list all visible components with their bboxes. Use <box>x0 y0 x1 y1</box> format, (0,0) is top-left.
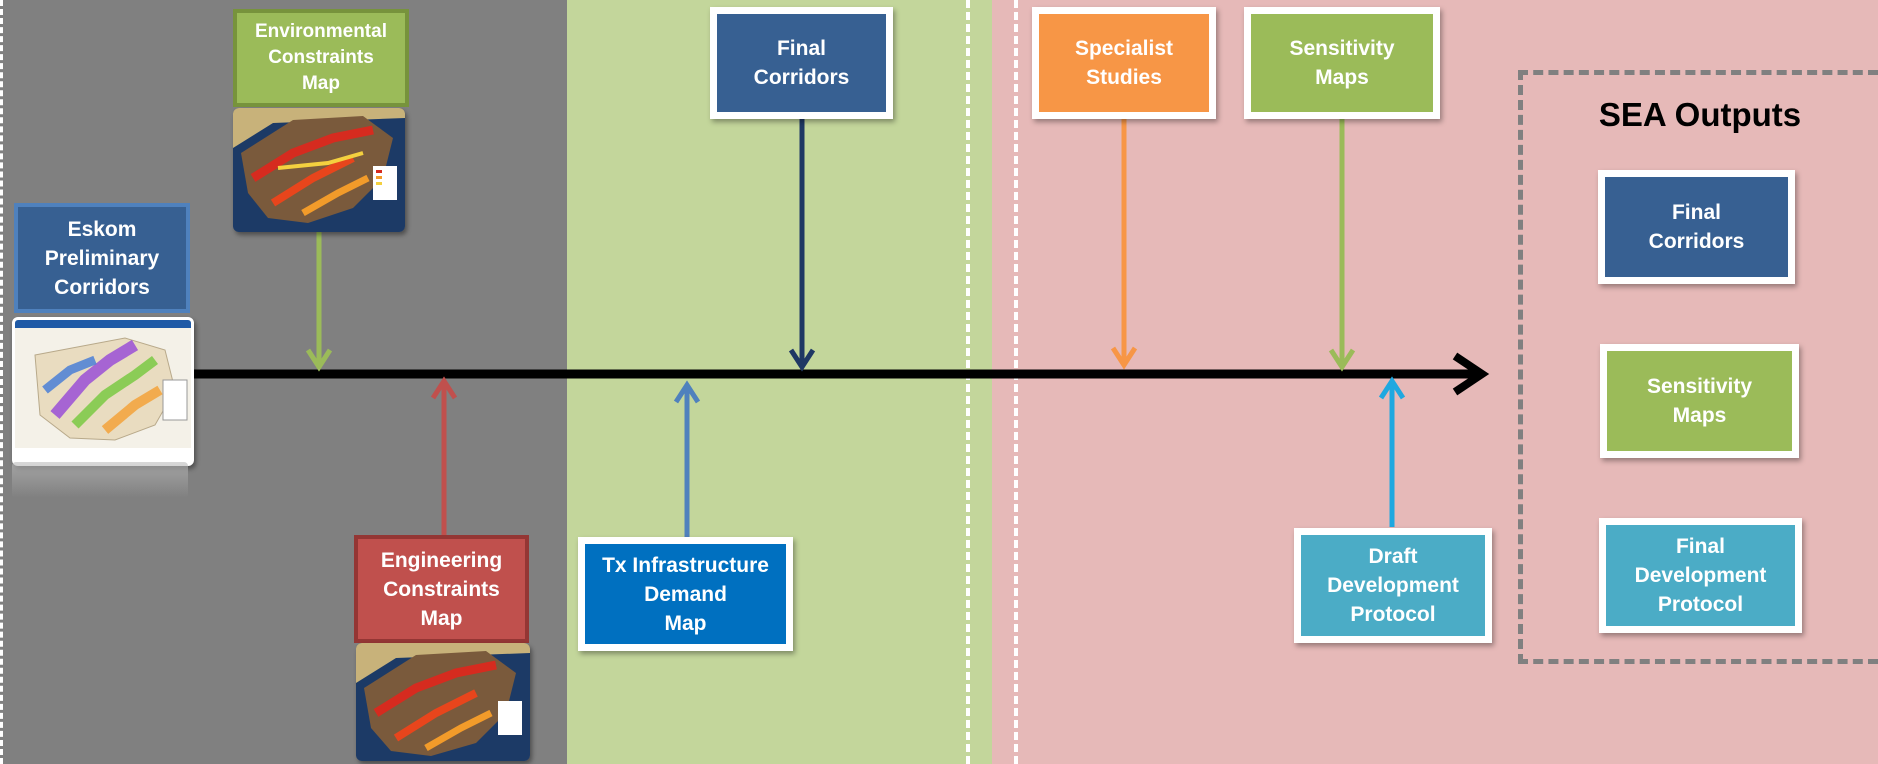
phase-divider-right <box>1014 0 1018 764</box>
specialist-studies-box: Specialist Studies <box>1032 7 1216 119</box>
south-africa-map-icon <box>356 643 530 761</box>
environmental-constraints-box: Environmental Constraints Map <box>233 9 409 107</box>
sea-output-final-corridors: Final Corridors <box>1598 170 1795 284</box>
phase-divider-left <box>966 0 970 764</box>
tx-infrastructure-demand-box: Tx Infrastructure Demand Map <box>578 537 793 651</box>
sea-output-final-development-protocol: Final Development Protocol <box>1599 518 1802 633</box>
corridor-map-reflection <box>12 462 188 498</box>
south-africa-map-icon <box>233 108 405 232</box>
sea-outputs-frame <box>1518 70 1878 664</box>
engineering-constraints-box: Engineering Constraints Map <box>354 535 529 643</box>
final-corridors-box: Final Corridors <box>710 7 893 119</box>
corridor-map-icon <box>12 317 194 466</box>
draft-development-protocol-box: Draft Development Protocol <box>1294 528 1492 643</box>
sea-output-sensitivity-maps: Sensitivity Maps <box>1600 344 1799 458</box>
eskom-preliminary-corridors-box: Eskom Preliminary Corridors <box>14 203 190 313</box>
left-edge-divider <box>0 0 3 764</box>
sensitivity-maps-box: Sensitivity Maps <box>1244 7 1440 119</box>
timeline-arrowhead <box>1452 352 1490 396</box>
sea-outputs-title: SEA Outputs <box>1598 96 1802 133</box>
